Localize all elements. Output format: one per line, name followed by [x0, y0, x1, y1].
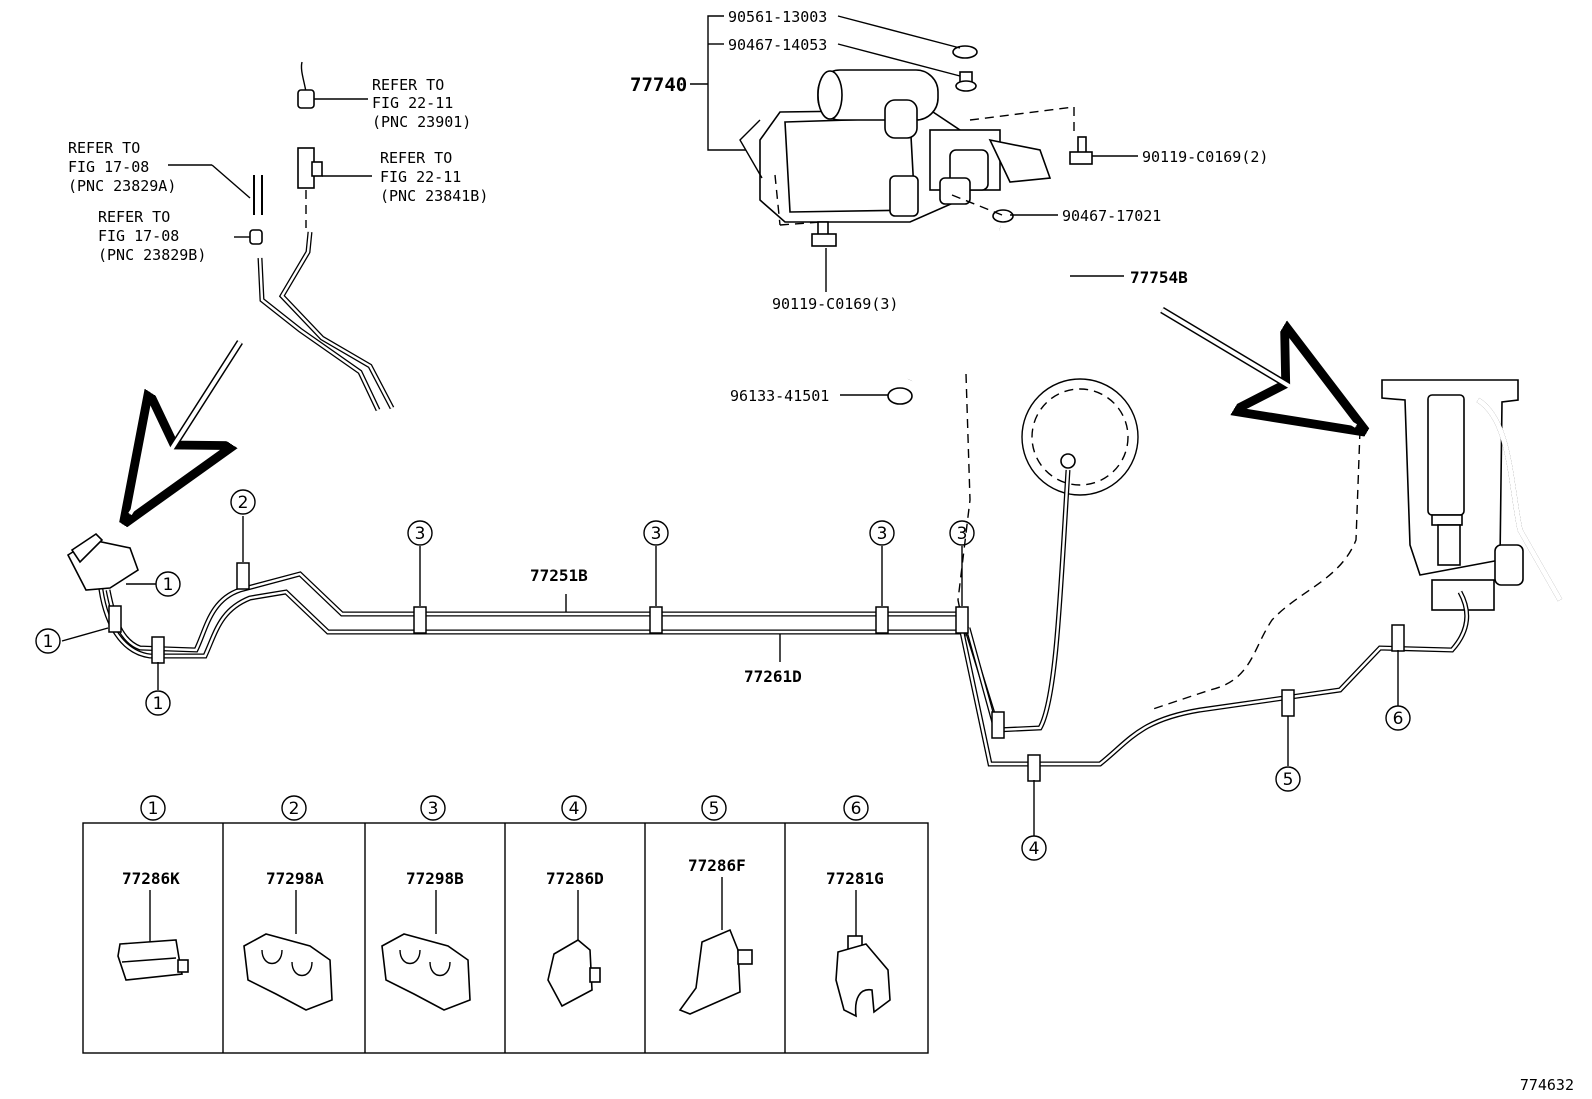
refer-callout-pnc-23829a: REFER TO FIG 17-08 (PNC 23829A)	[68, 139, 176, 195]
svg-text:77286F: 77286F	[688, 856, 746, 875]
legend-col-6: 6 77281G	[826, 795, 891, 1018]
refer-callout-pnc-23829b: REFER TO FIG 17-08 (PNC 23829B)	[98, 208, 206, 264]
label-90119-c0169-2: 90119-C0169(2)	[1142, 148, 1268, 166]
label-90467-17021: 90467-17021	[1062, 207, 1161, 225]
clamp-marker-5: 5	[1275, 766, 1301, 792]
clamp-marker-3b: 3	[643, 520, 669, 546]
svg-text:1: 1	[163, 575, 174, 595]
legend-col-4: 4 77286D	[546, 795, 604, 1008]
svg-text:6: 6	[1393, 709, 1404, 729]
svg-text:(PNC 23841B): (PNC 23841B)	[380, 187, 488, 205]
label-77251b: 77251B	[530, 566, 588, 585]
svg-text:3: 3	[957, 524, 968, 544]
svg-text:REFER TO: REFER TO	[98, 208, 170, 226]
refer-callout-pnc-23841b: REFER TO FIG 22-11 (PNC 23841B)	[380, 149, 488, 205]
svg-text:77286K: 77286K	[122, 869, 180, 888]
svg-text:3: 3	[428, 799, 439, 819]
svg-text:FIG 17-08: FIG 17-08	[68, 158, 149, 176]
svg-text:1: 1	[153, 694, 164, 714]
svg-text:2: 2	[289, 799, 300, 819]
refer-callout-pnc-23901: REFER TO FIG 22-11 (PNC 23901)	[372, 76, 471, 131]
refer-upper-sensor	[297, 61, 368, 109]
svg-text:2: 2	[238, 493, 249, 513]
svg-text:(PNC 23901): (PNC 23901)	[372, 113, 471, 131]
svg-text:5: 5	[709, 799, 720, 819]
label-77261d: 77261D	[744, 667, 802, 686]
svg-text:FIG 22-11: FIG 22-11	[372, 94, 453, 112]
svg-text:77281G: 77281G	[826, 869, 884, 888]
label-77754b: 77754B	[1130, 268, 1188, 287]
svg-text:1: 1	[148, 799, 159, 819]
legend-col-2: 2 77298A	[243, 795, 333, 1011]
svg-text:3: 3	[877, 524, 888, 544]
svg-text:5: 5	[1283, 770, 1294, 790]
figure-id: 774632	[1520, 1076, 1574, 1094]
svg-text:77298A: 77298A	[266, 869, 324, 888]
svg-text:3: 3	[415, 524, 426, 544]
svg-text:FIG 17-08: FIG 17-08	[98, 227, 179, 245]
clamp-marker-4: 4	[1021, 835, 1047, 861]
svg-text:77286D: 77286D	[546, 869, 604, 888]
svg-text:REFER TO: REFER TO	[68, 139, 140, 157]
clamp-marker-3c: 3	[869, 520, 895, 546]
svg-text:3: 3	[651, 524, 662, 544]
svg-text:REFER TO: REFER TO	[372, 76, 444, 94]
clamp-marker-1a: 1	[155, 571, 181, 597]
label-90561-13003: 90561-13003	[728, 8, 827, 26]
clamp-marker-1c: 1	[145, 690, 171, 716]
svg-text:(PNC 23829B): (PNC 23829B)	[98, 246, 206, 264]
clamp-marker-3d: 3	[949, 520, 975, 546]
svg-text:(PNC 23829A): (PNC 23829A)	[68, 177, 176, 195]
clamp-marker-2: 2	[230, 489, 256, 515]
clamp-marker-1b: 1	[35, 628, 61, 654]
clamp-marker-6: 6	[1385, 705, 1411, 731]
svg-text:6: 6	[851, 799, 862, 819]
fuel-line-77251b	[105, 571, 998, 721]
svg-text:77298B: 77298B	[406, 869, 464, 888]
fuel-line-77261d	[97, 581, 1470, 767]
label-90119-c0169-3: 90119-C0169(3)	[772, 295, 898, 313]
svg-text:1: 1	[43, 632, 54, 652]
clamp-legend-table: 1 77286K 2 77298A 3 77298B 4 77286D	[82, 795, 929, 1054]
legend-col-1: 1 77286K	[117, 795, 189, 981]
legend-col-3: 3 77298B	[381, 795, 471, 1011]
svg-text:REFER TO: REFER TO	[380, 149, 452, 167]
label-77740: 77740	[630, 74, 687, 96]
label-96133-41501: 96133-41501	[730, 387, 829, 405]
fuel-pump-module	[1381, 379, 1563, 611]
legend-col-5: 5 77286F	[678, 795, 753, 1015]
left-fuel-lines-upper	[257, 231, 395, 412]
charcoal-canister-assembly	[739, 69, 1052, 223]
svg-text:FIG 22-11: FIG 22-11	[380, 168, 461, 186]
svg-text:4: 4	[1029, 839, 1040, 859]
label-90467-14053: 90467-14053	[728, 36, 827, 54]
refer-upper-connector	[297, 147, 372, 228]
clamp-marker-3a: 3	[407, 520, 433, 546]
svg-text:4: 4	[569, 799, 580, 819]
